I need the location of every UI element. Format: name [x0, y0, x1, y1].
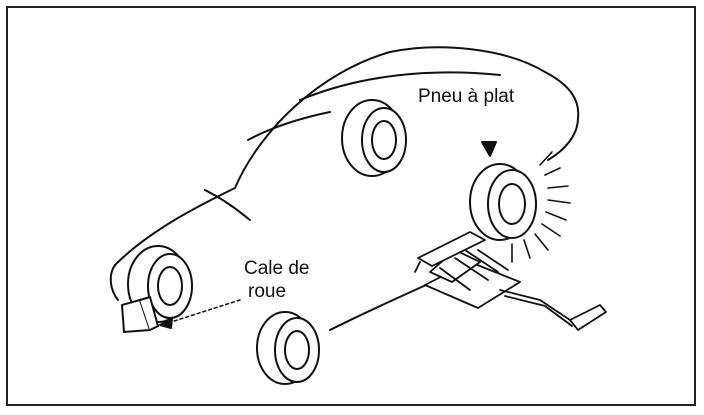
- wheel-chock-label-line1: Cale de: [244, 258, 310, 280]
- flat-tire-label: Pneu à plat: [418, 86, 514, 108]
- jack-handle: [500, 290, 606, 330]
- flat-tire-wheel: [470, 164, 536, 240]
- car-window-line: [248, 112, 330, 140]
- rear-top-wheel: [342, 100, 406, 176]
- front-bottom-wheel: [257, 312, 319, 384]
- scissor-jack: [415, 232, 520, 308]
- flat-tire-arrow: [482, 142, 496, 156]
- car-crease-line: [205, 190, 250, 220]
- wheel-chock-label-line2: roue: [248, 281, 286, 303]
- car-lower-line: [111, 265, 118, 300]
